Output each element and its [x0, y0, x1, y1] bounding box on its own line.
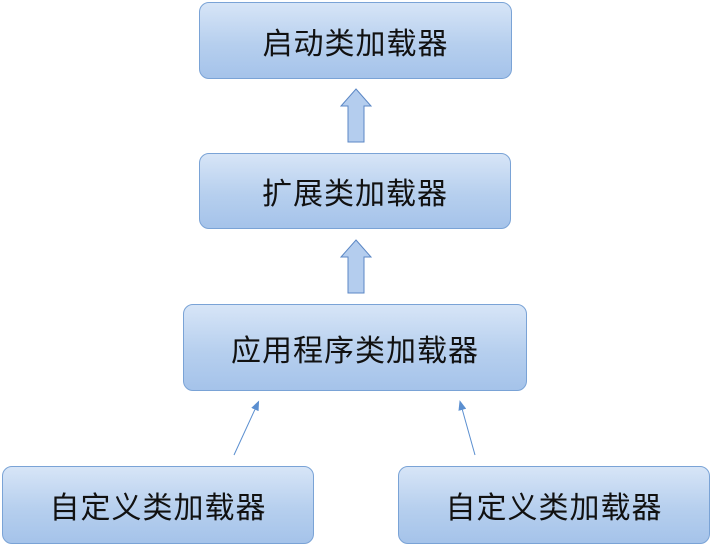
custom-classloader-node-left: 自定义类加载器 — [2, 466, 314, 544]
custom-classloader-node-right: 自定义类加载器 — [398, 466, 710, 544]
application-classloader-label: 应用程序类加载器 — [231, 333, 479, 369]
bootstrap-classloader-node: 启动类加载器 — [199, 2, 512, 79]
bootstrap-classloader-label: 启动类加载器 — [262, 26, 449, 62]
extension-classloader-node: 扩展类加载器 — [199, 153, 511, 229]
block-arrow-app-to-ext — [339, 239, 373, 294]
application-classloader-node: 应用程序类加载器 — [183, 304, 527, 391]
custom-classloader-label-right: 自定义类加载器 — [445, 491, 663, 526]
custom-classloader-label-left: 自定义类加载器 — [49, 491, 267, 526]
block-arrow-ext-to-bootstrap — [339, 88, 373, 143]
thin-arrow-custom-right-to-app — [458, 400, 476, 456]
thin-arrow-custom-left-to-app — [233, 400, 260, 456]
extension-classloader-label: 扩展类加载器 — [262, 177, 448, 212]
